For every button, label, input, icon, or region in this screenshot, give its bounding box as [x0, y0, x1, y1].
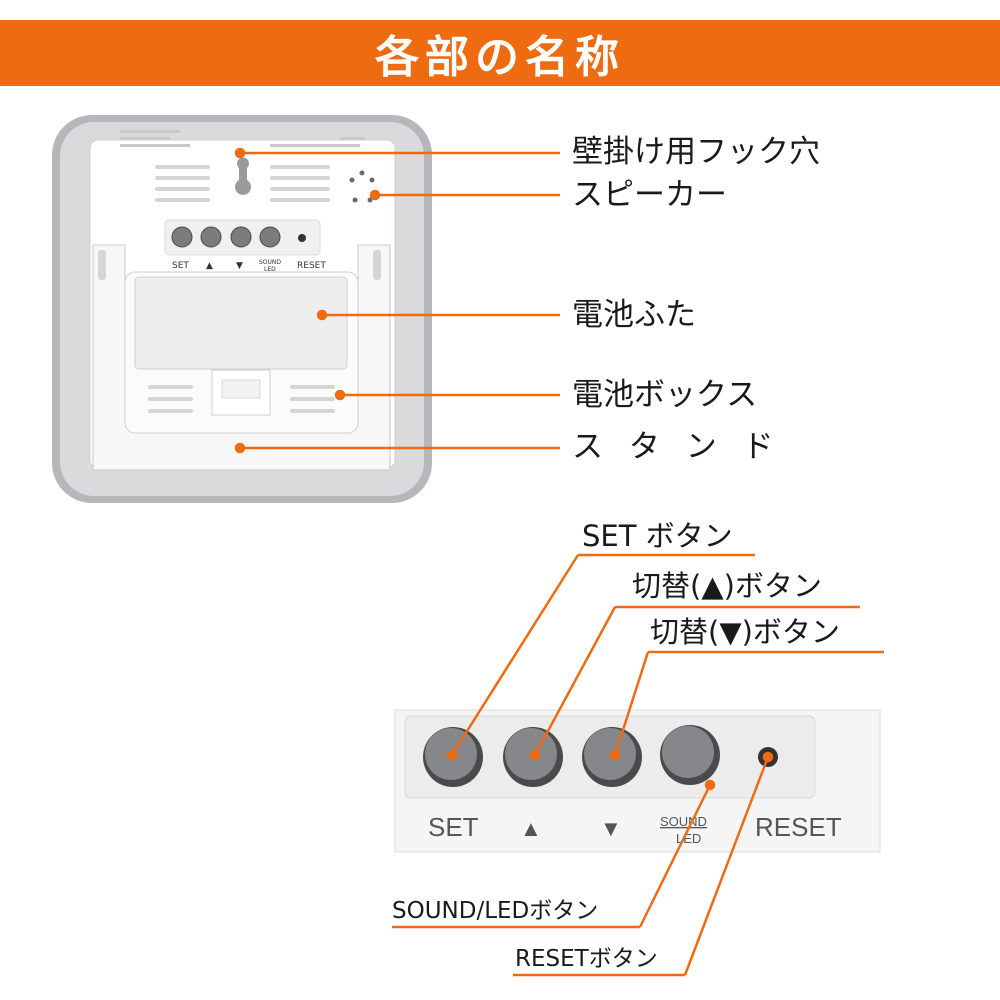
- sound-label: SOUND: [660, 814, 707, 829]
- vent-bottom-left: [148, 385, 193, 413]
- top-callout-lines: [234, 147, 560, 454]
- reset-label: RESET: [755, 812, 842, 842]
- label-up-button: 切替(▲)ボタン: [632, 569, 822, 603]
- down-button-small[interactable]: [230, 226, 252, 248]
- up-label-small: ▲: [206, 261, 213, 271]
- reset-label-small: RESET: [297, 261, 326, 271]
- vent-bottom-right: [290, 385, 335, 413]
- label-speaker: スピーカー: [572, 177, 727, 213]
- label-stand: ス タ ン ド: [572, 429, 782, 465]
- vent-top-right: [270, 165, 330, 202]
- vent-top-left: [155, 165, 210, 202]
- section-title: 各部の名称: [375, 32, 625, 83]
- label-battery-box: 電池ボックス: [572, 377, 758, 413]
- label-sound-led-button: SOUND/LEDボタン: [392, 898, 599, 924]
- section-title-bar: 各部の名称: [0, 20, 1000, 86]
- clock-back-view: SET ▲ ▼ SOUND LED RESET: [52, 115, 432, 503]
- label-set-button: SET ボタン: [582, 519, 733, 553]
- up-button-small[interactable]: [200, 226, 222, 248]
- sound-led-button[interactable]: [660, 725, 720, 785]
- label-down-button: 切替(▼)ボタン: [650, 615, 840, 649]
- label-battery-cover: 電池ふた: [572, 297, 696, 333]
- set-button-small[interactable]: [171, 226, 193, 248]
- bottom-callout-lines: [392, 553, 884, 977]
- set-label-small: SET: [172, 261, 189, 271]
- down-label: ▼: [600, 816, 622, 841]
- led-label-small: LED: [264, 266, 276, 273]
- reset-button-small[interactable]: [298, 234, 306, 242]
- battery-cover: [134, 276, 348, 370]
- down-label-small: ▼: [236, 261, 243, 271]
- label-hook-hole: 壁掛け用フック穴: [572, 134, 820, 170]
- sound-led-button-small[interactable]: [259, 226, 281, 248]
- stand-hinge-right: [373, 250, 381, 280]
- up-label: ▲: [520, 816, 542, 841]
- sound-label-small: SOUND: [259, 259, 281, 266]
- stand-hinge-left: [98, 250, 106, 280]
- spec-text: [120, 130, 365, 147]
- label-reset-button: RESETボタン: [515, 946, 658, 972]
- set-label: SET: [428, 812, 479, 842]
- speaker-holes: [349, 170, 375, 203]
- hook-hole: [235, 157, 252, 195]
